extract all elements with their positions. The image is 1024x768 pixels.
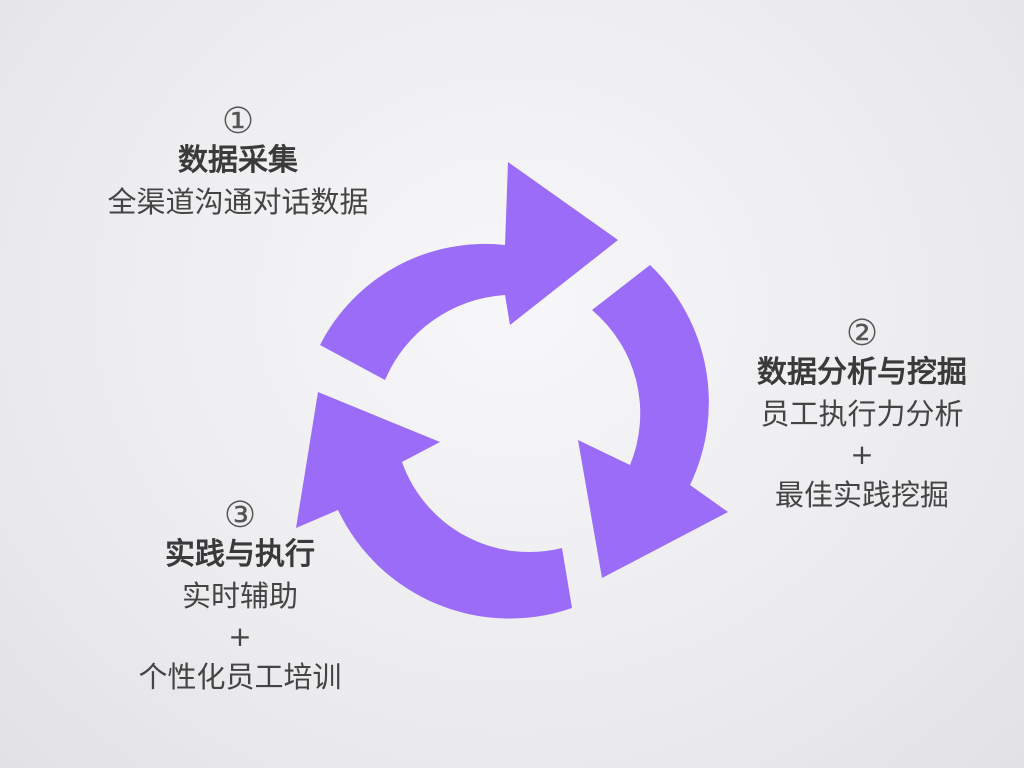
step-number: ② [845,313,879,354]
step-1-label: ① 数据采集 全渠道沟通对话数据 [60,104,416,229]
step-title: 数据分析与挖掘 [757,355,967,390]
step-description: 个性化员工培训 [138,660,342,694]
cycle-arrow-3 [296,392,572,619]
step-description: 全渠道沟通对话数据 [107,185,369,219]
step-2-label: ② 数据分析与挖掘 员工执行力分析 + 最佳实践挖掘 [722,316,1002,522]
step-description: 最佳实践挖掘 [774,478,949,512]
step-title: 实践与执行 [165,537,315,572]
cycle-arrow-1 [320,162,618,380]
step-description: 员工执行力分析 [760,397,964,431]
step-number: ③ [223,495,257,536]
step-number: ① [221,101,255,142]
plus-sign: + [850,438,874,471]
plus-sign: + [228,620,252,653]
step-3-label: ③ 实践与执行 实时辅助 + 个性化员工培训 [100,498,380,704]
step-title: 数据采集 [178,143,298,178]
cycle-arrow-2 [578,265,728,578]
step-description: 实时辅助 [181,579,298,613]
